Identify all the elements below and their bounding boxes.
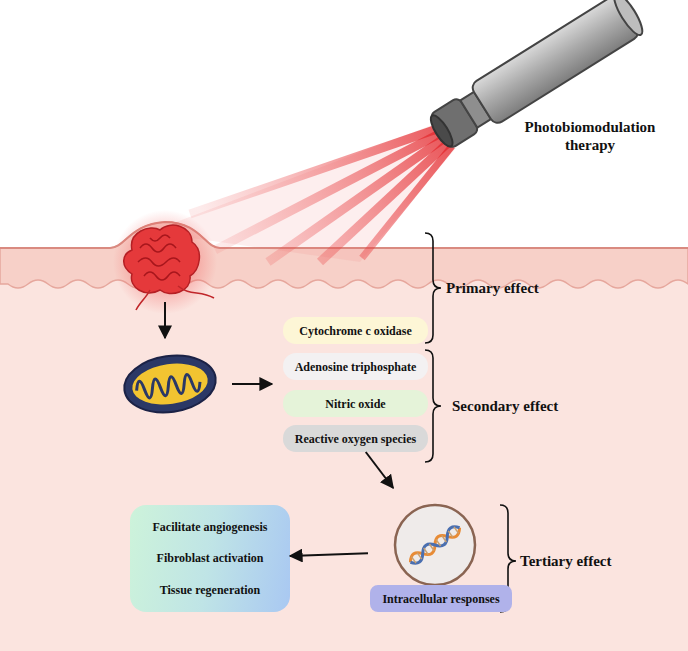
device-label: Photobiomodulation therapy [515, 118, 665, 154]
process-box: Adenosine triphosphate [283, 353, 428, 380]
process-box: Nitric oxide [283, 390, 428, 417]
lesion-texture [138, 235, 180, 280]
flow-arrow [366, 452, 393, 488]
cell-label: Intracellular responses [370, 585, 512, 612]
mitochondrion-cristae [135, 373, 201, 400]
dna-rung [436, 539, 441, 546]
mitochondrion-membrane [121, 350, 220, 418]
device-nozzle [427, 112, 456, 149]
outcome-box: Facilitate angiogenesisFibroblast activa… [130, 505, 290, 612]
flow-arrow [290, 553, 368, 556]
mitochondrion-matrix [130, 359, 211, 409]
lesion [113, 210, 217, 314]
outcome-text: Tissue regeneration [160, 583, 261, 597]
dna-rung [424, 548, 429, 555]
dna-rung [442, 535, 447, 542]
flow-arrow [164, 302, 166, 338]
box-label: Nitric oxide [325, 397, 385, 411]
bracket-label: Secondary effect [452, 397, 592, 415]
flow-arrow [232, 383, 272, 385]
bracket-label: Primary effect [446, 279, 576, 297]
mitochondrion [121, 350, 220, 418]
lesion-blob [124, 225, 200, 293]
box-label: Reactive oxygen species [295, 432, 416, 446]
box-label: Adenosine triphosphate [295, 360, 417, 374]
bracket-label: Tertiary effect [520, 552, 660, 570]
outcome-text: Facilitate angiogenesis [153, 520, 268, 534]
dna-helix [408, 524, 463, 567]
dna-rung [448, 531, 453, 538]
lesion-glow [113, 210, 217, 314]
dna-strand [408, 524, 463, 567]
dna-rung [454, 527, 459, 534]
beam-ray [215, 132, 443, 250]
dna-rung [429, 544, 434, 551]
outcome-text: Fibroblast activation [157, 551, 264, 565]
dna-rung [417, 553, 422, 560]
box-label: Cytochrome c oxidase [299, 324, 411, 338]
dna-strand [408, 524, 463, 567]
dermis [0, 248, 688, 651]
beam-ray [320, 142, 449, 262]
cell-node: Intracellular responses [368, 488, 514, 614]
beam-ray [268, 137, 446, 262]
process-box: Cytochrome c oxidase [283, 317, 428, 344]
device-cap [610, 0, 647, 38]
process-box: Reactive oxygen species [283, 425, 428, 452]
beam-ray [362, 146, 452, 258]
lesion-vessel [136, 286, 214, 310]
cell-membrane [395, 505, 475, 585]
dna-rung [411, 557, 416, 564]
device-body [470, 0, 641, 126]
